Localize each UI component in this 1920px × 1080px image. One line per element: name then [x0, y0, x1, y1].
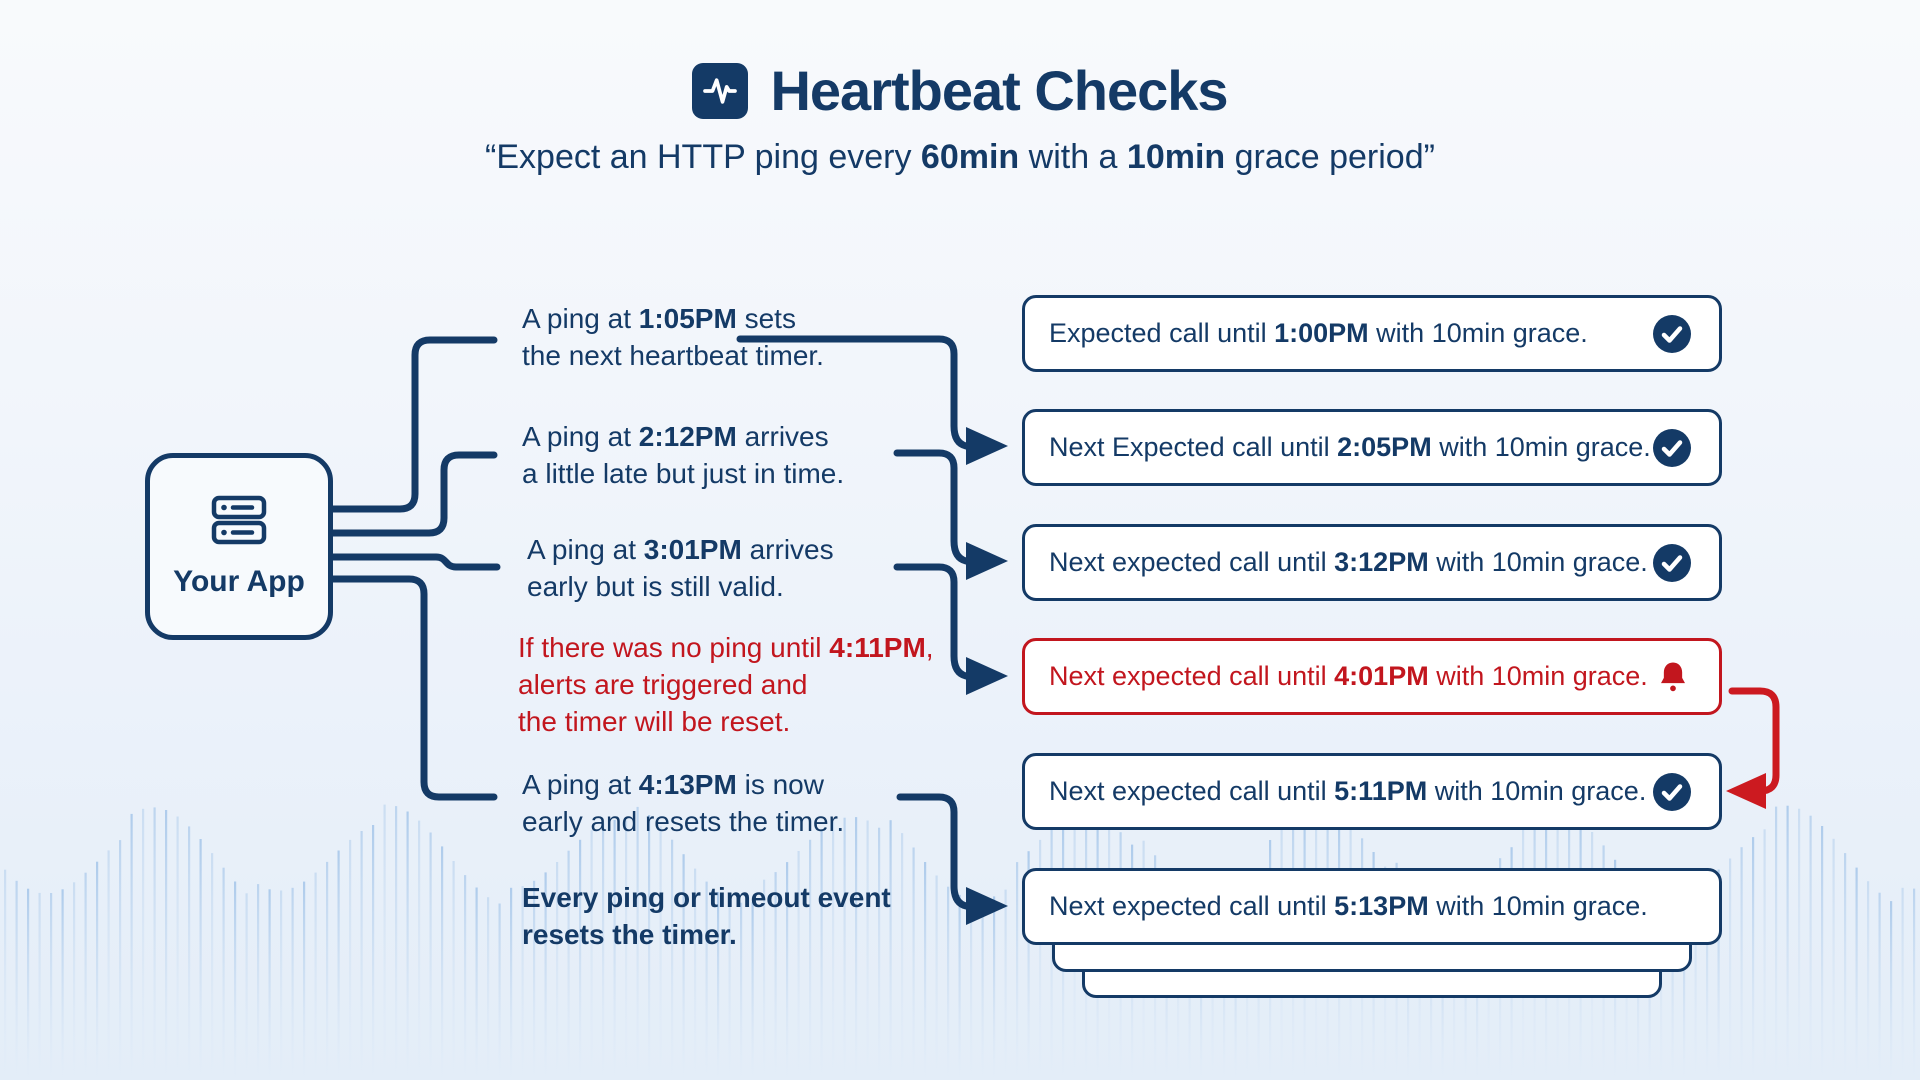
event-line: A ping at 1:05PM sets: [522, 300, 824, 337]
event-line: If there was no ping until 4:11PM,: [518, 629, 934, 666]
status-text: Next expected call until 4:01PM with 10m…: [1049, 661, 1655, 692]
event-line: Every ping or timeout event: [522, 879, 891, 916]
server-icon: [210, 494, 268, 551]
text-segment: 5:11PM: [1334, 776, 1428, 806]
text-segment: 4:01PM: [1334, 661, 1429, 691]
header: Heartbeat Checks: [0, 58, 1920, 123]
text-segment: “Expect an HTTP ping every: [485, 138, 921, 176]
check-icon: [1653, 543, 1691, 582]
text-segment: 5:13PM: [1334, 891, 1429, 921]
activity-icon: [692, 62, 749, 119]
event-line: early but is still valid.: [527, 568, 834, 605]
text-segment: with 10min grace.: [1428, 547, 1648, 577]
event-text-5: A ping at 4:13PM is now early and resets…: [522, 766, 844, 840]
text-segment: Next expected call until: [1049, 891, 1335, 921]
status-text: Expected call until 1:00PM with 10min gr…: [1049, 318, 1653, 349]
text-segment: a little late but just in time.: [522, 458, 845, 489]
event-line: alerts are triggered and: [518, 666, 934, 703]
text-segment: A ping at: [522, 421, 639, 452]
status-text: Next Expected call until 2:05PM with 10m…: [1049, 432, 1653, 463]
text-segment: If there was no ping until: [518, 632, 830, 663]
text-segment: A ping at: [527, 534, 644, 565]
event-text-2: A ping at 2:12PM arrives a little late b…: [522, 418, 844, 492]
text-segment: resets the timer.: [522, 919, 737, 950]
text-segment: early but is still valid.: [527, 571, 784, 602]
event-line: the timer will be reset.: [518, 703, 934, 740]
text-segment: 4:11PM: [829, 632, 926, 663]
event-text-6-summary: Every ping or timeout event resets the t…: [522, 879, 891, 953]
event-line: A ping at 4:13PM is now: [522, 766, 844, 803]
bell-icon: [1655, 659, 1691, 695]
text-segment: sets: [736, 303, 796, 334]
text-segment: the next heartbeat timer.: [522, 340, 824, 371]
text-segment: Expected call until: [1049, 318, 1275, 348]
text-segment: 2:05PM: [1337, 432, 1432, 462]
event-line: A ping at 3:01PM arrives: [527, 531, 834, 568]
text-segment: 3:12PM: [1334, 547, 1429, 577]
text-segment: alerts are triggered and: [518, 669, 808, 700]
text-segment: arrives: [736, 421, 829, 452]
status-text: Next expected call until 5:13PM with 10m…: [1049, 891, 1691, 922]
text-segment: is now: [736, 769, 824, 800]
text-segment: with 10min grace.: [1428, 891, 1648, 921]
text-segment: Next Expected call until: [1049, 432, 1338, 462]
text-segment: arrives: [741, 534, 834, 565]
text-segment: 1:05PM: [638, 303, 737, 334]
status-text: Next expected call until 5:11PM with 10m…: [1049, 776, 1653, 807]
text-segment: 1:00PM: [1274, 318, 1369, 348]
event-line: early and resets the timer.: [522, 803, 844, 840]
status-box-6: Next expected call until 5:13PM with 10m…: [1022, 868, 1722, 945]
text-segment: 4:13PM: [638, 769, 737, 800]
text-segment: Next expected call until: [1049, 547, 1335, 577]
your-app-node: Your App: [145, 453, 333, 640]
your-app-label: Your App: [173, 565, 305, 598]
text-segment: with 10min grace.: [1428, 661, 1648, 691]
text-segment: 60min: [920, 138, 1020, 176]
check-icon: [1653, 772, 1691, 811]
event-line: A ping at 2:12PM arrives: [522, 418, 844, 455]
text-segment: Next expected call until: [1049, 776, 1335, 806]
subtitle: “Expect an HTTP ping every 60min with a …: [0, 138, 1920, 177]
event-text-1: A ping at 1:05PM sets the next heartbeat…: [522, 300, 824, 374]
event-line: the next heartbeat timer.: [522, 337, 824, 374]
event-text-4-alert: If there was no ping until 4:11PM, alert…: [518, 629, 934, 740]
text-segment: Next expected call until: [1049, 661, 1335, 691]
text-segment: A ping at: [522, 303, 639, 334]
status-box-3: Next expected call until 3:12PM with 10m…: [1022, 524, 1722, 601]
text-segment: the timer will be reset.: [518, 706, 791, 737]
text-segment: grace period”: [1225, 138, 1435, 176]
check-icon: [1653, 314, 1691, 353]
status-box-4-alert: Next expected call until 4:01PM with 10m…: [1022, 638, 1722, 715]
text-segment: with 10min grace.: [1431, 432, 1651, 462]
text-segment: Every ping or timeout event: [522, 882, 891, 913]
status-box-1: Expected call until 1:00PM with 10min gr…: [1022, 295, 1722, 372]
event-line: resets the timer.: [522, 916, 891, 953]
status-box-2: Next Expected call until 2:05PM with 10m…: [1022, 409, 1722, 486]
status-box-5: Next expected call until 5:11PM with 10m…: [1022, 753, 1722, 830]
event-text-3: A ping at 3:01PM arrives early but is st…: [527, 531, 834, 605]
text-segment: with a: [1019, 138, 1127, 176]
text-segment: 3:01PM: [643, 534, 742, 565]
status-text: Next expected call until 3:12PM with 10m…: [1049, 547, 1653, 578]
text-segment: ,: [925, 632, 934, 663]
text-segment: A ping at: [522, 769, 639, 800]
text-segment: with 10min grace.: [1368, 318, 1588, 348]
page-title: Heartbeat Checks: [770, 59, 1228, 122]
text-segment: 10min: [1126, 138, 1226, 176]
text-segment: 2:12PM: [638, 421, 737, 452]
text-segment: early and resets the timer.: [522, 806, 845, 837]
check-icon: [1653, 428, 1691, 467]
event-line: a little late but just in time.: [522, 455, 844, 492]
text-segment: with 10min grace.: [1427, 776, 1647, 806]
